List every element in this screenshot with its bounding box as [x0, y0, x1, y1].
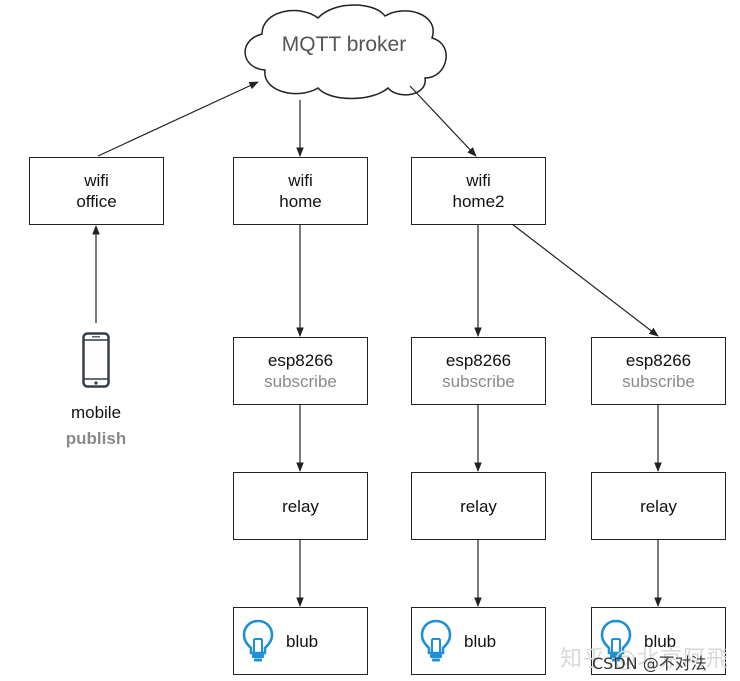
wifi-home-node: wifi home	[233, 157, 368, 225]
relay-label-1: relay	[282, 496, 319, 516]
esp8266-label-2: esp8266	[445, 351, 512, 370]
relay-label-3: relay	[640, 496, 677, 516]
esp8266-node-1: esp8266 subscribe	[233, 337, 368, 405]
edge-office-to-broker	[97, 81, 259, 157]
edge-broker-to-home2	[409, 85, 477, 157]
lightbulb-icon	[242, 619, 274, 662]
zhihu-watermark: 知乎 @北京阿飛	[560, 647, 729, 672]
relay-node-1: relay	[233, 472, 368, 540]
subscribe-label-1: subscribe	[264, 372, 337, 391]
edge-home2-to-esp3	[511, 223, 659, 337]
wifi-home2-line2: home2	[452, 192, 505, 211]
mqtt-broker-cloud	[244, 4, 447, 100]
esp8266-node-2: esp8266 subscribe	[411, 337, 546, 405]
mobile-publish-label: publish	[65, 429, 127, 448]
wifi-home-line2: home	[279, 192, 322, 211]
csdn-watermark: CSDN @不对法	[592, 654, 707, 673]
esp8266-label-1: esp8266	[267, 351, 334, 370]
blub-node-1: blub	[233, 607, 368, 675]
esp8266-node-3: esp8266 subscribe	[591, 337, 726, 405]
blub-label-2: blub	[464, 631, 497, 651]
blub-label-1: blub	[286, 631, 319, 651]
wifi-home2-node: wifi home2	[411, 157, 546, 225]
wifi-office-line2: office	[76, 192, 117, 211]
mqtt-broker-label: MQTT broker	[281, 33, 407, 56]
relay-label-2: relay	[460, 496, 497, 516]
esp8266-label-3: esp8266	[625, 351, 692, 370]
smartphone-icon	[82, 332, 110, 388]
subscribe-label-3: subscribe	[622, 372, 695, 391]
subscribe-label-2: subscribe	[442, 372, 515, 391]
wifi-office-line1: wifi	[84, 171, 109, 190]
mobile-label: mobile	[70, 403, 122, 422]
relay-node-3: relay	[591, 472, 726, 540]
blub-node-3: blub	[591, 607, 726, 675]
lightbulb-icon	[420, 619, 452, 662]
blub-node-2: blub	[411, 607, 546, 675]
wifi-office-node: wifi office	[29, 157, 164, 225]
wifi-home2-line1: wifi	[466, 171, 491, 190]
wifi-home-line1: wifi	[288, 171, 313, 190]
lightbulb-icon	[600, 619, 632, 662]
blub-label-3: blub	[644, 631, 677, 651]
relay-node-2: relay	[411, 472, 546, 540]
